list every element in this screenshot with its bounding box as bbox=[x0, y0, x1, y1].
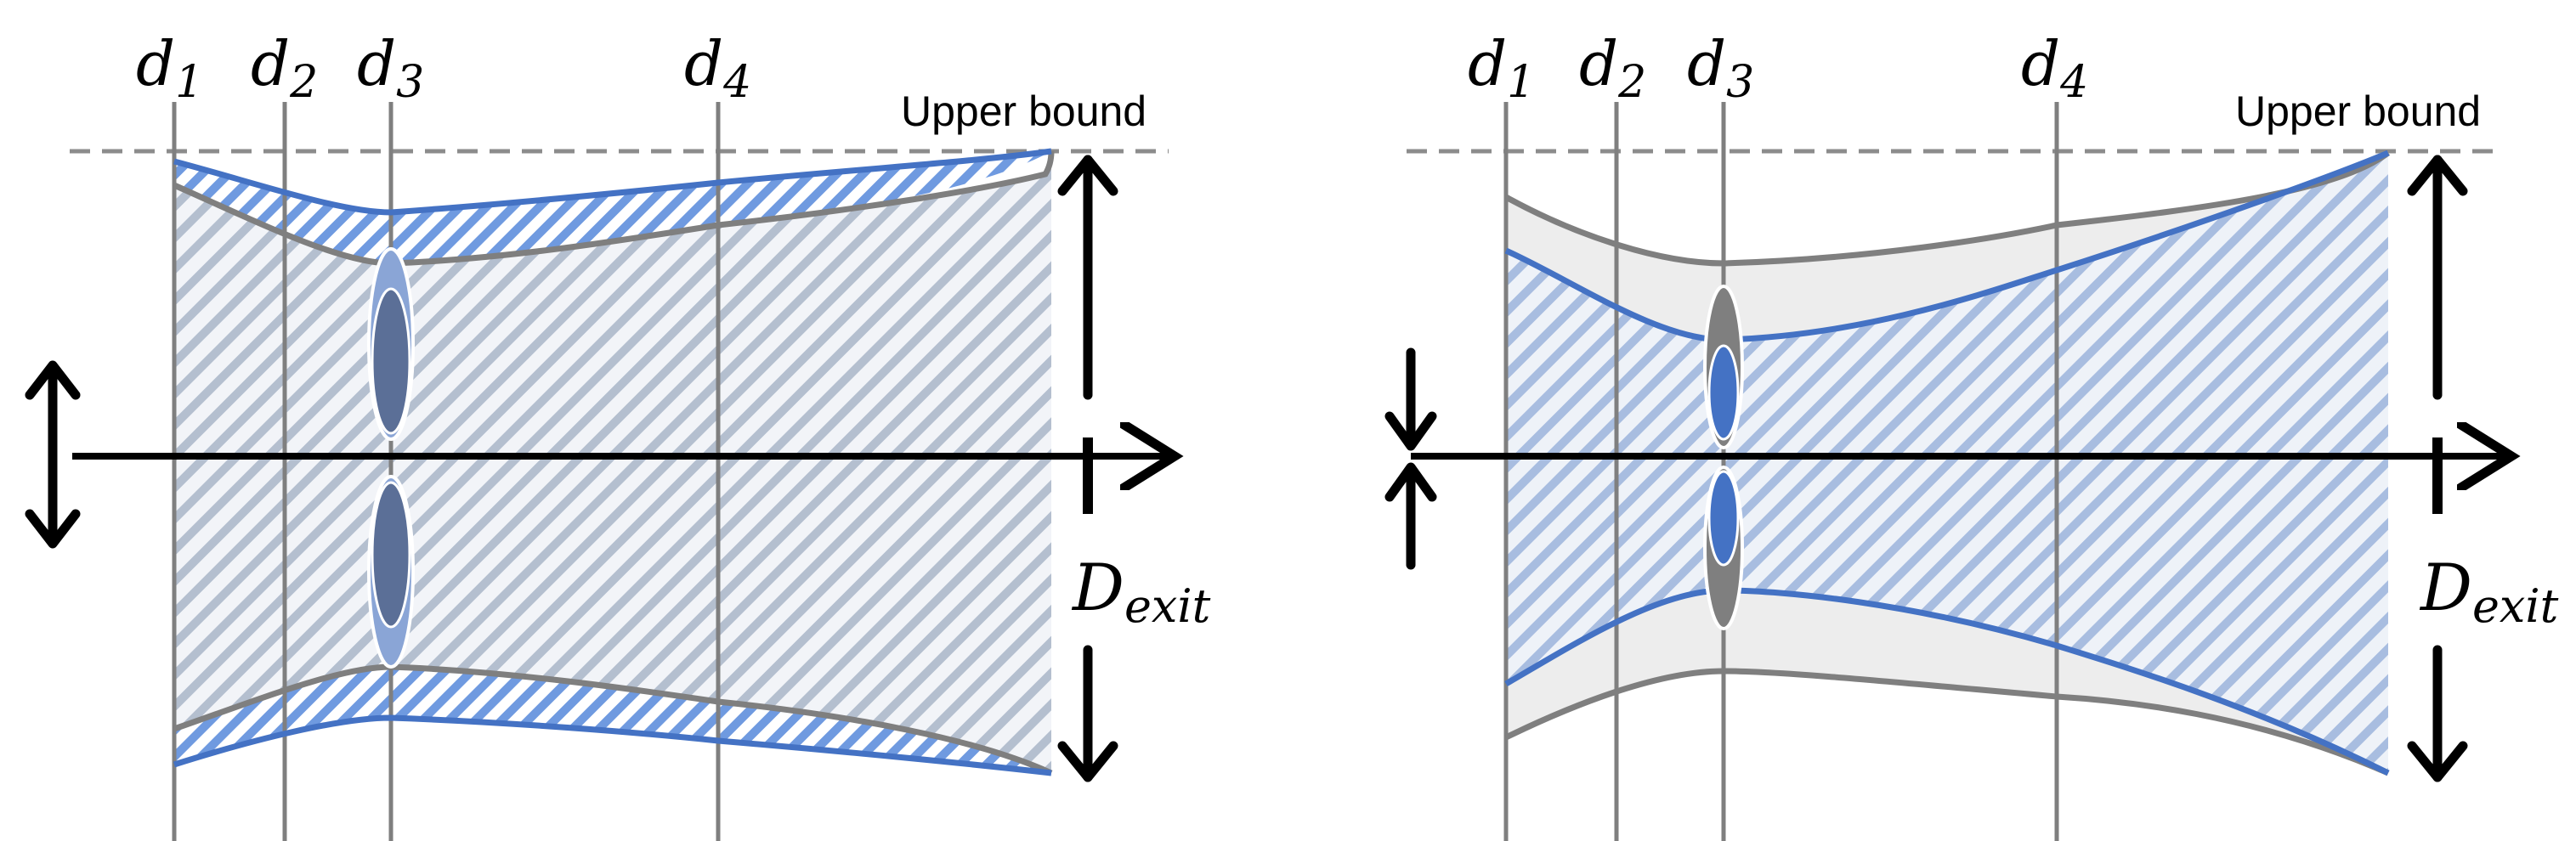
lens-upper-inner bbox=[1707, 344, 1740, 441]
dexit-label: Dexit bbox=[2419, 550, 2559, 633]
converging-arrows bbox=[1384, 347, 1437, 570]
dexit-arrow-down bbox=[1057, 645, 1118, 782]
lens-lower-inner bbox=[371, 481, 411, 629]
dexit-arrow-up bbox=[1057, 155, 1118, 400]
lens-lower-inner bbox=[1707, 470, 1740, 567]
upper-bound-label: Upper bound bbox=[901, 87, 1146, 135]
dexit-label: Dexit bbox=[1071, 550, 1211, 633]
gray-profile-lower bbox=[173, 663, 1053, 776]
blue-gap-lower bbox=[174, 667, 1051, 773]
blue-profile-lower bbox=[173, 714, 1052, 776]
blue-profile-upper bbox=[173, 148, 1052, 216]
label-d1: d1 bbox=[136, 28, 203, 108]
label-d1: d1 bbox=[1468, 28, 1535, 108]
right-panel: d1 d2 d3 d4 Upper bound Dexit bbox=[1384, 28, 2559, 841]
upper-bound-label: Upper bound bbox=[2235, 87, 2481, 135]
lens-upper-inner bbox=[371, 287, 411, 435]
dexit-arrow-up bbox=[2407, 155, 2468, 400]
label-d4: d4 bbox=[684, 28, 751, 108]
blue-profile-lower bbox=[1504, 587, 2390, 776]
left-double-arrow bbox=[25, 360, 81, 549]
gray-envelope-region bbox=[174, 153, 1051, 773]
dexit-arrow-down bbox=[2407, 645, 2468, 782]
blue-gap-upper bbox=[174, 151, 1051, 263]
label-d2: d2 bbox=[1579, 28, 1646, 108]
blue-profile-upper bbox=[1504, 150, 2390, 343]
gray-profile-upper bbox=[173, 150, 1055, 267]
label-d3: d3 bbox=[357, 28, 424, 108]
gray-profile-lower bbox=[1504, 668, 2390, 776]
left-panel: d1 d2 d3 d4 Upper bound Dexit bbox=[25, 28, 1211, 841]
label-d4: d4 bbox=[2021, 28, 2088, 108]
label-d2: d2 bbox=[251, 28, 318, 108]
blue-envelope-region bbox=[1506, 153, 2388, 773]
label-d3: d3 bbox=[1687, 28, 1754, 108]
